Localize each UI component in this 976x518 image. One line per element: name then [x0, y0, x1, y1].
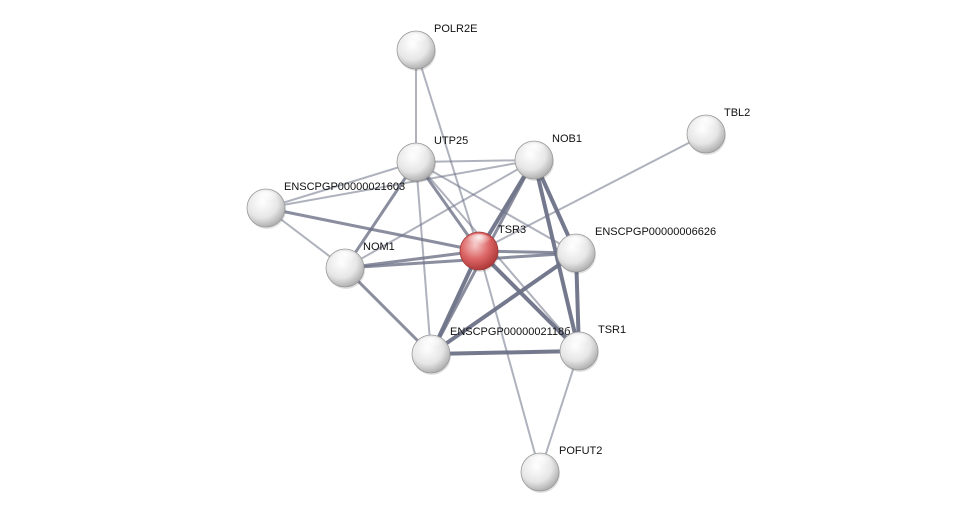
node-gloss: [403, 145, 429, 161]
node-label: ENSCPGP0000002118б: [450, 326, 570, 338]
node-label: TSR3: [498, 224, 526, 236]
node-pofut2[interactable]: POFUT2: [520, 445, 602, 493]
node-gloss: [527, 455, 553, 471]
node-nob1[interactable]: NOB1: [514, 133, 582, 181]
node-enscpgp00000021186[interactable]: ENSCPGP0000002118б: [411, 326, 570, 375]
node-label: NOM1: [363, 241, 395, 253]
edge-tsr1-pofut2: [539, 350, 580, 473]
edge-nom1-enscpgp00000021186: [343, 266, 433, 356]
edge-nob1-enscpgp00000021603: [265, 159, 535, 209]
edge-enscpgp00000006626-enscpgp00000021186: [429, 251, 578, 356]
edge-utp25-nom1: [343, 160, 418, 270]
node-label: TSR1: [598, 324, 626, 336]
node-label: POLR2E: [434, 23, 477, 35]
edge-enscpgp00000021603-tsr3: [264, 206, 481, 253]
node-label: TBL2: [724, 107, 750, 119]
edge-utp25-enscpgp00000021603: [265, 161, 417, 209]
node-gloss: [418, 337, 444, 353]
node-label: NOB1: [552, 133, 582, 145]
node-label: ENSCPGP00000021603: [284, 181, 405, 193]
node-nom1[interactable]: NOM1: [325, 241, 395, 289]
edge-tsr3-tsr1: [477, 249, 581, 353]
node-gloss: [332, 251, 358, 267]
node-tsr1[interactable]: TSR1: [559, 324, 626, 372]
edge-tbl2-tsr3: [478, 133, 707, 252]
edge-polr2e-tsr3: [415, 49, 480, 252]
node-polr2e[interactable]: POLR2E: [396, 23, 477, 71]
edge-enscpgp00000006626-nom1: [343, 251, 578, 270]
edge-utp25-nob1: [415, 159, 535, 163]
node-tbl2[interactable]: TBL2: [686, 107, 750, 155]
edge-tsr3-pofut2: [478, 250, 541, 473]
node-tsr3[interactable]: TSR3: [459, 224, 526, 272]
node-gloss: [563, 236, 589, 252]
node-gloss: [403, 33, 429, 49]
node-gloss: [253, 191, 279, 207]
node-gloss: [693, 117, 719, 133]
node-label: POFUT2: [559, 445, 602, 457]
node-gloss: [521, 143, 547, 159]
node-label: UTP25: [434, 135, 468, 147]
edge-nob1-nom1: [344, 159, 535, 269]
node-label: ENSCPGP00000006626: [595, 226, 716, 238]
node-enscpgp00000021603[interactable]: ENSCPGP00000021603: [246, 181, 405, 229]
node-utp25[interactable]: UTP25: [396, 135, 468, 183]
node-gloss: [566, 334, 592, 350]
node-enscpgp00000006626[interactable]: ENSCPGP00000006626: [556, 226, 716, 274]
edge-enscpgp00000021186-tsr1: [429, 349, 581, 356]
node-gloss: [466, 234, 492, 250]
